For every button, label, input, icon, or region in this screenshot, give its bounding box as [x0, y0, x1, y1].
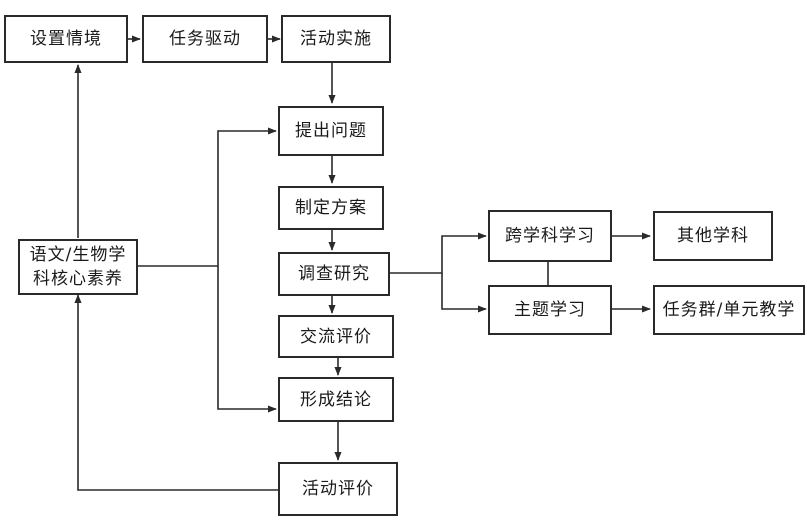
- node-theme-learning: 主题学习: [488, 285, 612, 335]
- node-make-plan: 制定方案: [278, 186, 384, 230]
- node-task-group: 任务群/单元教学: [653, 285, 805, 335]
- node-task-driven: 任务驱动: [142, 15, 268, 63]
- node-communicate: 交流评价: [278, 315, 394, 358]
- arrow-investigate-to-cross-subject: [390, 232, 487, 274]
- arrow-investigate-to-theme: [441, 273, 487, 313]
- node-other-subjects: 其他学科: [653, 211, 773, 261]
- node-raise-question: 提出问题: [278, 106, 384, 156]
- node-core-literacy: 语文/生物学 科核心素养: [18, 239, 138, 295]
- arrow-literacy-to-question: [137, 127, 277, 267]
- node-activity-implement: 活动实施: [281, 15, 391, 63]
- node-investigate: 调查研究: [278, 252, 390, 296]
- node-cross-subject: 跨学科学习: [488, 210, 612, 262]
- node-set-situation: 设置情境: [4, 15, 128, 63]
- arrow-literacy-to-conclusion: [217, 266, 277, 413]
- arrow-evaluate-to-literacy: [74, 294, 278, 491]
- node-conclusion: 形成结论: [278, 377, 394, 422]
- node-activity-evaluate: 活动评价: [278, 462, 398, 516]
